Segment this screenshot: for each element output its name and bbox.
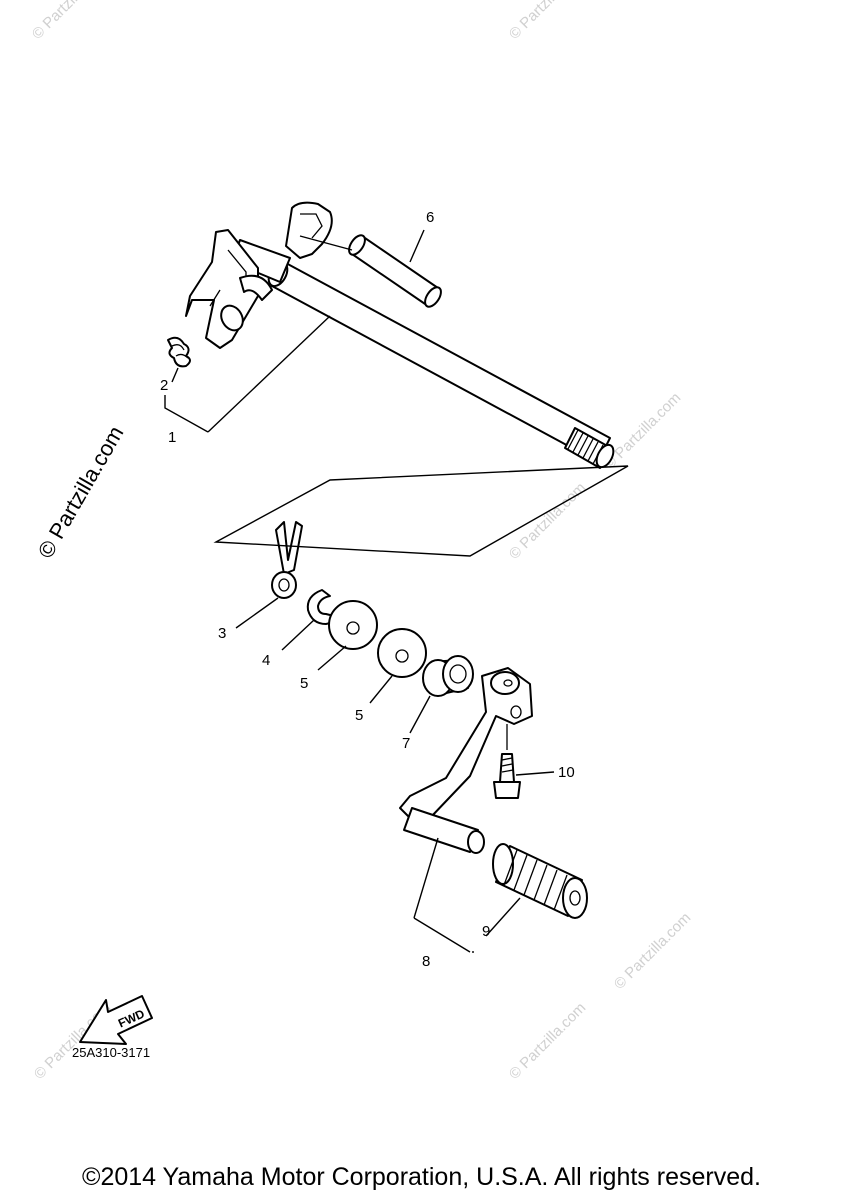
callout-8: 8 bbox=[422, 953, 430, 970]
shift-pedal bbox=[399, 667, 533, 854]
callout-2: 2 bbox=[160, 377, 168, 394]
svg-text:© Partzilla.com: © Partzilla.com bbox=[33, 422, 129, 563]
callout-10: 10 bbox=[558, 764, 575, 781]
watermark-top-left: © Partzilla.com bbox=[29, 0, 112, 43]
callout-4: 4 bbox=[262, 652, 270, 669]
callout-labels: 1 2 3 4 5 5 6 7 8 9 10 bbox=[160, 209, 575, 970]
oil-seal bbox=[271, 521, 303, 599]
svg-text:© Partzilla.com: © Partzilla.com bbox=[506, 479, 589, 562]
watermark-main: © Partzilla.com bbox=[33, 422, 129, 563]
callout-5a: 5 bbox=[300, 675, 308, 692]
svg-text:© Partzilla.com: © Partzilla.com bbox=[601, 389, 684, 472]
watermark-mid-right: © Partzilla.com bbox=[506, 479, 589, 562]
watermark-bottom-right-2: © Partzilla.com bbox=[611, 909, 694, 992]
watermark-top-right: © Partzilla.com bbox=[506, 0, 589, 43]
copyright-notice: ©2014 Yamaha Motor Corporation, U.S.A. A… bbox=[82, 1163, 761, 1191]
svg-text:© Partzilla.com: © Partzilla.com bbox=[506, 0, 589, 43]
peg-rubber bbox=[492, 843, 588, 919]
callout-3: 3 bbox=[218, 625, 226, 642]
shift-shaft-collar bbox=[299, 234, 442, 308]
washer-1 bbox=[328, 600, 378, 650]
shift-shaft-assembly bbox=[185, 201, 615, 469]
svg-text:© Partzilla.com: © Partzilla.com bbox=[29, 0, 112, 43]
reference-code: 25A310-3171 bbox=[72, 1045, 150, 1060]
callout-9: 9 bbox=[482, 923, 490, 940]
svg-text:© Partzilla.com: © Partzilla.com bbox=[506, 999, 589, 1082]
washer-2 bbox=[377, 628, 427, 678]
callout-1: 1 bbox=[168, 429, 176, 446]
leader-lines bbox=[164, 229, 629, 953]
bushing bbox=[422, 655, 474, 697]
svg-text:© Partzilla.com: © Partzilla.com bbox=[611, 909, 694, 992]
watermark-bottom-right: © Partzilla.com bbox=[506, 999, 589, 1082]
spring bbox=[167, 336, 191, 368]
pinch-bolt bbox=[493, 724, 521, 799]
callout-5b: 5 bbox=[355, 707, 363, 724]
callout-7: 7 bbox=[402, 735, 410, 752]
watermark-shaft-right: © Partzilla.com bbox=[601, 389, 684, 472]
callout-6: 6 bbox=[426, 209, 434, 226]
